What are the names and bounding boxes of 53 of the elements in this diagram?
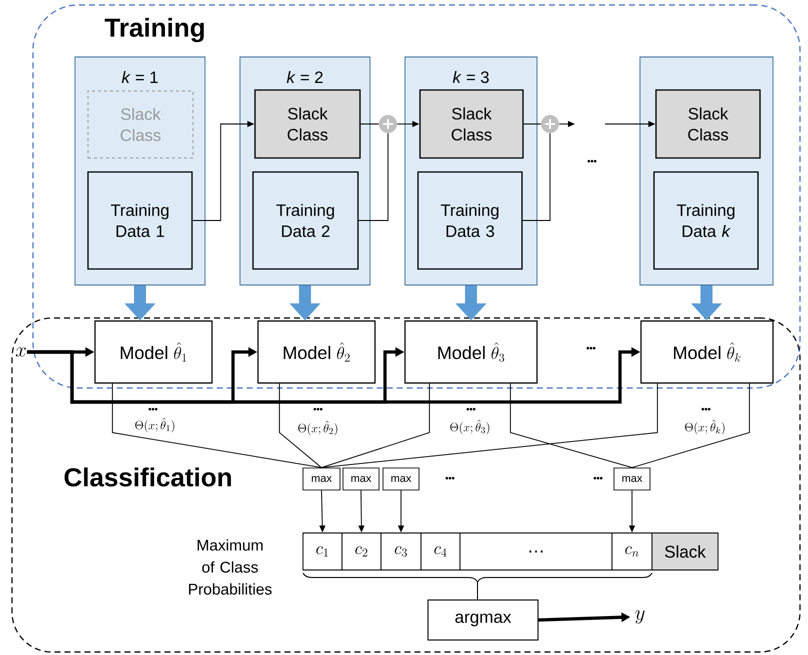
ellipsis-dots: •••	[702, 408, 710, 410]
function-label: $\Theta(x;\hat{\theta}_k)$	[685, 420, 724, 434]
plus-circle	[379, 115, 397, 133]
class-cell: $c_n$	[612, 532, 652, 570]
max-box: max	[302, 468, 340, 490]
class-cell: $c_3$	[380, 532, 422, 570]
variable-symbol: $x$	[16, 347, 26, 357]
connector-line	[321, 383, 658, 468]
training-data-box: Training Data 2	[252, 171, 359, 270]
model-box: $\text{Model }\hat{\theta}_k$	[640, 320, 774, 384]
variable-symbol: $y$	[635, 610, 645, 624]
model-box: $\text{Model }\hat{\theta}_3$	[404, 320, 538, 384]
region-title: Training	[104, 18, 204, 42]
connector-line	[510, 383, 632, 468]
slack-class-box: Slack Class	[254, 89, 361, 159]
max-box: max	[382, 468, 420, 490]
training-data-box: Training Data k	[653, 171, 759, 270]
ellipsis-dots: •••	[586, 346, 596, 350]
training-data-box: Training Data 1	[87, 171, 193, 270]
ellipsis-dots: •••	[466, 408, 476, 410]
slack-class-box: Slack Class	[655, 89, 761, 159]
function-label: $\Theta(x;\hat{\theta}_3)$	[450, 420, 490, 434]
connector-line	[632, 383, 750, 468]
plus-circle	[541, 115, 559, 133]
row-caption: Maximum of Class Probabilities	[189, 539, 272, 595]
stage-label: k = 1	[122, 71, 158, 83]
connector-line	[321, 383, 430, 468]
stage-label: k = 2	[286, 71, 323, 83]
ellipsis-dots: •••	[588, 160, 596, 162]
slack-class-box: Slack Class	[419, 89, 524, 159]
ellipsis-dots: •••	[314, 408, 322, 410]
connector-line	[112, 383, 322, 468]
model-box: $\text{Model }\hat{\theta}_2$	[257, 320, 376, 384]
ellipsis-dots: •••	[446, 476, 454, 480]
max-box: max	[342, 468, 380, 490]
slack-class-box: Slack Class	[87, 90, 194, 159]
model-box: $\text{Model }\hat{\theta}_1$	[94, 320, 213, 384]
function-label: $\Theta(x;\hat{\theta}_2)$	[298, 420, 338, 436]
class-cell: $c_2$	[342, 532, 382, 570]
argmax-box: argmax	[428, 600, 538, 640]
ellipsis-dots: •••	[148, 408, 158, 410]
class-cell: Slack	[652, 532, 718, 570]
training-data-box: Training Data 3	[417, 171, 523, 270]
ellipsis-dots: •••	[594, 476, 602, 480]
class-cell: $c_1$	[302, 532, 342, 570]
stage-label: k = 3	[452, 70, 489, 84]
connector-line	[278, 383, 322, 468]
connector-line	[358, 132, 388, 221]
max-box: max	[614, 468, 650, 490]
region-title: Classification	[64, 467, 231, 487]
function-label: $\Theta(x;\hat{\theta}_1)$	[135, 418, 174, 432]
connector-line	[522, 132, 550, 221]
class-cell: $c_4$	[420, 532, 460, 570]
